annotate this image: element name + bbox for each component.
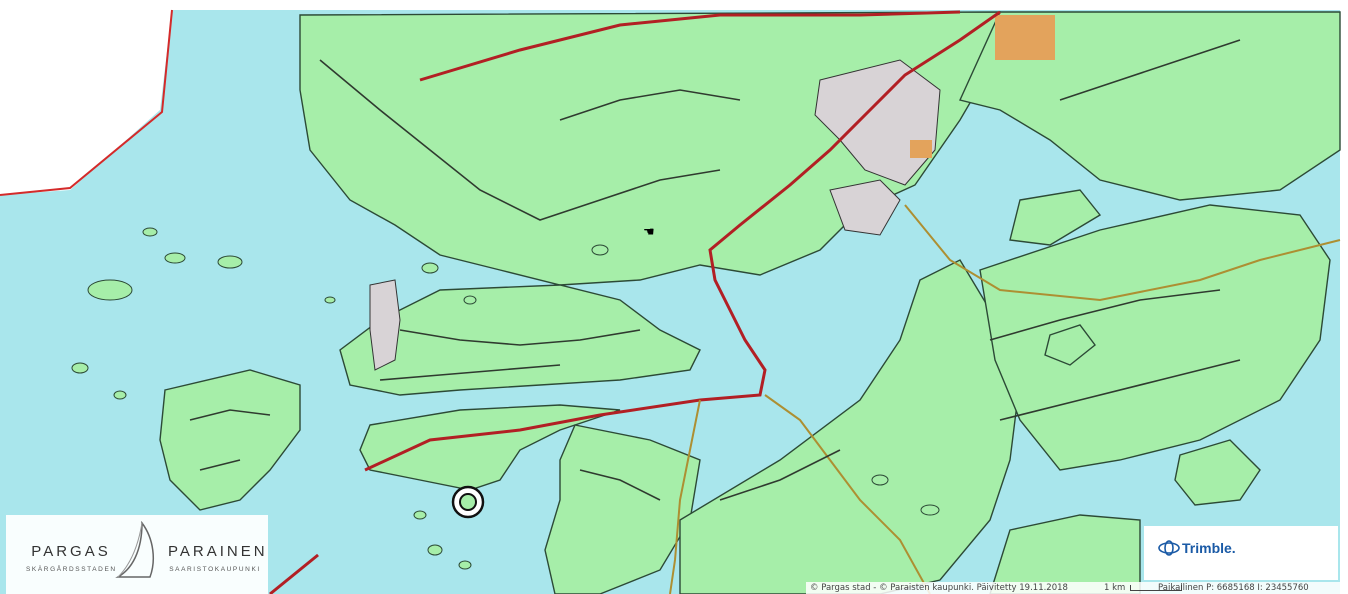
municipality-logo: PARGAS SKÄRGÅRDSSTADEN PARAINEN SAARISTO…	[6, 515, 268, 594]
coordinate-readout: Paikallinen P: 6685168 I: 23455760	[1158, 583, 1309, 593]
logo-left-name: PARGAS	[31, 543, 111, 560]
hand-cursor-icon: ☚	[643, 225, 655, 240]
trimble-logo-icon	[1158, 540, 1180, 556]
provider-logo[interactable]: Trimble.	[1144, 526, 1338, 580]
islets	[71, 227, 940, 570]
provider-name: Trimble.	[1182, 540, 1236, 556]
municipal-border	[0, 9, 173, 196]
logo-left-sub: SKÄRGÅRDSSTADEN	[26, 566, 117, 573]
location-circle-icon[interactable]	[451, 485, 485, 519]
logo-right-name: PARAINEN	[168, 543, 268, 560]
sail-logo-icon	[115, 521, 155, 578]
attribution-bar: © Pargas stad - © Paraisten kaupunki. Pä…	[806, 582, 1348, 594]
town-blocks	[910, 15, 1055, 158]
scale-bar	[1130, 585, 1182, 591]
attribution-text: © Pargas stad - © Paraisten kaupunki. Pä…	[810, 583, 1068, 593]
minor-roads	[189, 39, 1241, 501]
scale-label: 1 km	[1104, 583, 1126, 593]
main-roads	[269, 10, 1341, 594]
logo-left-block: PARGAS SKÄRGÅRDSSTADEN	[26, 543, 116, 573]
logo-right-block: PARAINEN SAARISTOKAUPUNKI	[168, 543, 268, 573]
logo-right-sub: SAARISTOKAUPUNKI	[169, 566, 261, 573]
